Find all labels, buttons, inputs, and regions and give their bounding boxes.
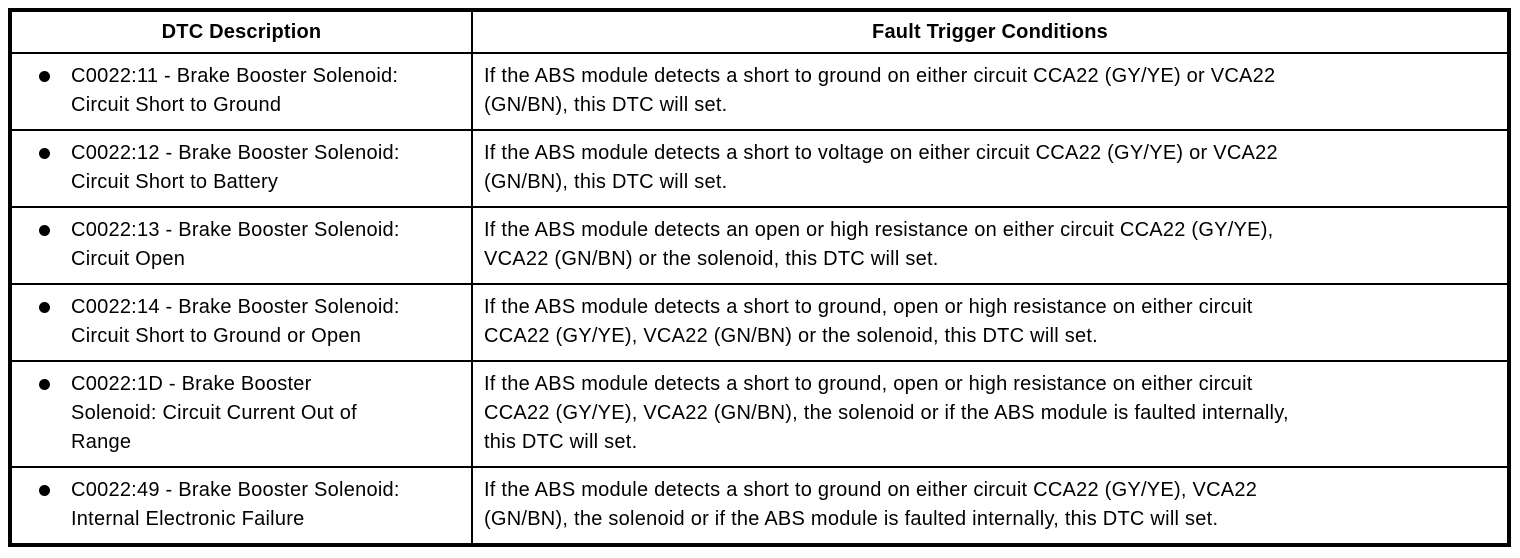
bullet-icon <box>39 148 50 159</box>
bullet-icon <box>39 71 50 82</box>
dtc-description-cell: C0022:14 - Brake Booster Solenoid: Circu… <box>9 283 473 362</box>
dtc-text: C0022:11 - Brake Booster Solenoid: Circu… <box>71 65 399 116</box>
table-row: C0022:14 - Brake Booster Solenoid: Circu… <box>9 283 1510 362</box>
dtc-text: C0022:12 - Brake Booster Solenoid: Circu… <box>71 142 400 193</box>
dtc-description-cell: C0022:49 - Brake Booster Solenoid: Inter… <box>9 466 473 546</box>
fault-condition-cell: If the ABS module detects a short to gro… <box>471 283 1510 362</box>
bullet-icon <box>39 302 50 313</box>
dtc-text: C0022:49 - Brake Booster Solenoid: Inter… <box>71 479 400 530</box>
table-row: C0022:49 - Brake Booster Solenoid: Inter… <box>9 466 1510 546</box>
dtc-text: C0022:14 - Brake Booster Solenoid: Circu… <box>71 296 400 347</box>
table-row: C0022:13 - Brake Booster Solenoid: Circu… <box>9 206 1510 285</box>
bullet-icon <box>39 485 50 496</box>
dtc-text: C0022:1D - Brake Booster Solenoid: Circu… <box>71 373 357 453</box>
table-header-row: DTC Description Fault Trigger Conditions <box>9 9 1510 54</box>
header-dtc-description: DTC Description <box>9 9 473 54</box>
fault-condition-text: If the ABS module detects a short to gro… <box>484 479 1258 530</box>
dtc-description-cell: C0022:1D - Brake Booster Solenoid: Circu… <box>9 360 473 468</box>
table-body: C0022:11 - Brake Booster Solenoid: Circu… <box>9 52 1510 546</box>
bullet-icon <box>39 379 50 390</box>
table-row: C0022:12 - Brake Booster Solenoid: Circu… <box>9 129 1510 208</box>
fault-condition-text: If the ABS module detects a short to gro… <box>484 373 1289 453</box>
fault-condition-cell: If the ABS module detects a short to gro… <box>471 360 1510 468</box>
fault-condition-text: If the ABS module detects an open or hig… <box>484 219 1274 270</box>
dtc-table: DTC Description Fault Trigger Conditions… <box>8 8 1511 547</box>
table-row: C0022:1D - Brake Booster Solenoid: Circu… <box>9 360 1510 468</box>
fault-condition-cell: If the ABS module detects a short to vol… <box>471 129 1510 208</box>
dtc-description-cell: C0022:12 - Brake Booster Solenoid: Circu… <box>9 129 473 208</box>
dtc-text: C0022:13 - Brake Booster Solenoid: Circu… <box>71 219 400 270</box>
fault-condition-cell: If the ABS module detects an open or hig… <box>471 206 1510 285</box>
fault-condition-cell: If the ABS module detects a short to gro… <box>471 52 1510 131</box>
header-fault-trigger-conditions: Fault Trigger Conditions <box>471 9 1510 54</box>
dtc-description-cell: C0022:11 - Brake Booster Solenoid: Circu… <box>9 52 473 131</box>
fault-condition-cell: If the ABS module detects a short to gro… <box>471 466 1510 546</box>
fault-condition-text: If the ABS module detects a short to vol… <box>484 142 1278 193</box>
dtc-description-cell: C0022:13 - Brake Booster Solenoid: Circu… <box>9 206 473 285</box>
fault-condition-text: If the ABS module detects a short to gro… <box>484 296 1253 347</box>
table-row: C0022:11 - Brake Booster Solenoid: Circu… <box>9 52 1510 131</box>
fault-condition-text: If the ABS module detects a short to gro… <box>484 65 1276 116</box>
bullet-icon <box>39 225 50 236</box>
